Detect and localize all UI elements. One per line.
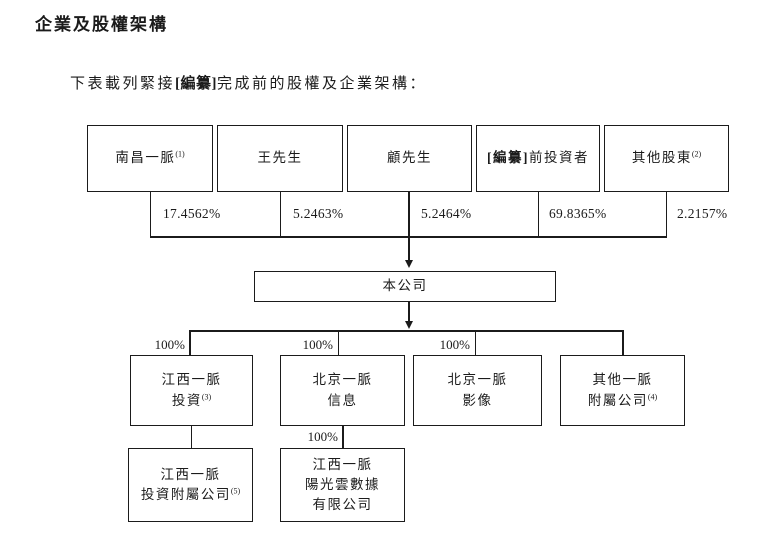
subsidiary-name: 其他一脈 bbox=[592, 372, 653, 388]
connector-line bbox=[537, 192, 539, 238]
subsidiary-name: 投資 bbox=[171, 392, 202, 408]
redacted-tag: [編纂] bbox=[487, 150, 529, 166]
section-heading: 企業及股權架構 bbox=[35, 15, 168, 34]
shareholder-box-nanchang-yimai: 南昌一脈(1) bbox=[87, 125, 213, 192]
subsidiary-box-jiangxi-yimai-investment-subsidiaries: 江西一脈投資附屬公司(5) bbox=[128, 448, 253, 522]
connector-line bbox=[279, 192, 281, 238]
shareholder-name: 王先生 bbox=[257, 150, 303, 166]
shareholding-percent: 2.2157% bbox=[677, 206, 728, 221]
ownership-percent: 100% bbox=[154, 337, 185, 352]
shareholder-name: 南昌一脈 bbox=[115, 150, 176, 166]
subsidiary-name: 影像 bbox=[462, 392, 493, 408]
shareholder-box-pre-investors: [編纂]前投資者 bbox=[476, 125, 600, 192]
subsidiary-box-jiangxi-yimai-investment: 江西一脈投資(3) bbox=[130, 355, 253, 426]
connector-line bbox=[665, 192, 667, 238]
shareholding-percent: 5.2463% bbox=[293, 206, 344, 221]
subsidiary-box-beijing-yimai-imaging: 北京一脈影像 bbox=[413, 355, 542, 426]
subsidiary-name: 信息 bbox=[327, 392, 358, 408]
company-name: 本公司 bbox=[382, 278, 428, 294]
connector-line bbox=[189, 330, 624, 332]
subsidiary-name: 北京一脈 bbox=[312, 372, 373, 388]
connector-line bbox=[149, 192, 151, 238]
subsidiary-name: 投資附屬公司 bbox=[140, 487, 231, 502]
shareholder-name: 顧先生 bbox=[387, 150, 432, 166]
shareholder-name: 前投資者 bbox=[529, 150, 589, 166]
shareholder-box-other-shareholders: 其他股東(2) bbox=[604, 125, 729, 192]
subsidiary-name: 江西一脈 bbox=[161, 372, 222, 388]
intro-redacted-tag: [編纂] bbox=[175, 76, 218, 92]
connector-line bbox=[474, 330, 476, 355]
down-arrow-icon bbox=[404, 260, 413, 268]
intro-text-pre: 下表載列緊接 bbox=[70, 76, 176, 92]
footnote-ref: (2) bbox=[691, 149, 702, 159]
intro-text-post: 完成前的股權及企業架構： bbox=[217, 76, 428, 92]
connector-line bbox=[342, 426, 344, 448]
shareholder-box-mr-gu: 顧先生 bbox=[347, 125, 472, 192]
connector-line bbox=[408, 192, 410, 238]
shareholding-percent: 5.2464% bbox=[421, 206, 472, 221]
subsidiary-name: 北京一脈 bbox=[447, 372, 508, 388]
footnote-ref: (1) bbox=[175, 149, 185, 159]
down-arrow-icon bbox=[404, 321, 413, 329]
connector-line bbox=[149, 236, 667, 238]
connector-line bbox=[622, 330, 624, 355]
connector-line bbox=[189, 330, 191, 355]
subsidiary-box-beijing-yimai-information: 北京一脈信息 bbox=[280, 355, 405, 426]
subsidiary-box-other-yimai-subsidiaries: 其他一脈附屬公司(4) bbox=[560, 355, 685, 426]
company-box: 本公司 bbox=[254, 271, 556, 302]
footnote-ref: (3) bbox=[201, 392, 212, 401]
intro-sentence: 下表載列緊接[編纂]完成前的股權及企業架構： bbox=[70, 72, 427, 93]
subsidiary-name: 江西一脈 bbox=[160, 466, 221, 482]
subsidiary-name: 有限公司 bbox=[312, 497, 373, 513]
connector-line bbox=[190, 426, 192, 448]
ownership-percent: 100% bbox=[302, 337, 333, 352]
subsidiary-name: 附屬公司 bbox=[587, 392, 648, 408]
shareholding-percent: 17.4562% bbox=[163, 206, 221, 221]
ownership-percent: 100% bbox=[307, 429, 338, 444]
subsidiary-box-jiangxi-yimai-sunshine-cloud-data: 江西一脈陽光雲數據有限公司 bbox=[280, 448, 405, 522]
arrow-line bbox=[408, 237, 410, 261]
shareholder-box-mr-wang: 王先生 bbox=[217, 125, 343, 192]
arrow-line bbox=[408, 302, 410, 322]
footnote-ref: (5) bbox=[230, 486, 241, 496]
shareholding-percent: 69.8365% bbox=[549, 206, 607, 221]
ownership-percent: 100% bbox=[439, 337, 470, 352]
footnote-ref: (4) bbox=[647, 392, 658, 401]
subsidiary-name: 陽光雲數據 bbox=[305, 476, 380, 492]
connector-line bbox=[337, 330, 339, 355]
subsidiary-name: 江西一脈 bbox=[312, 456, 373, 472]
shareholder-name: 其他股東 bbox=[631, 150, 692, 166]
